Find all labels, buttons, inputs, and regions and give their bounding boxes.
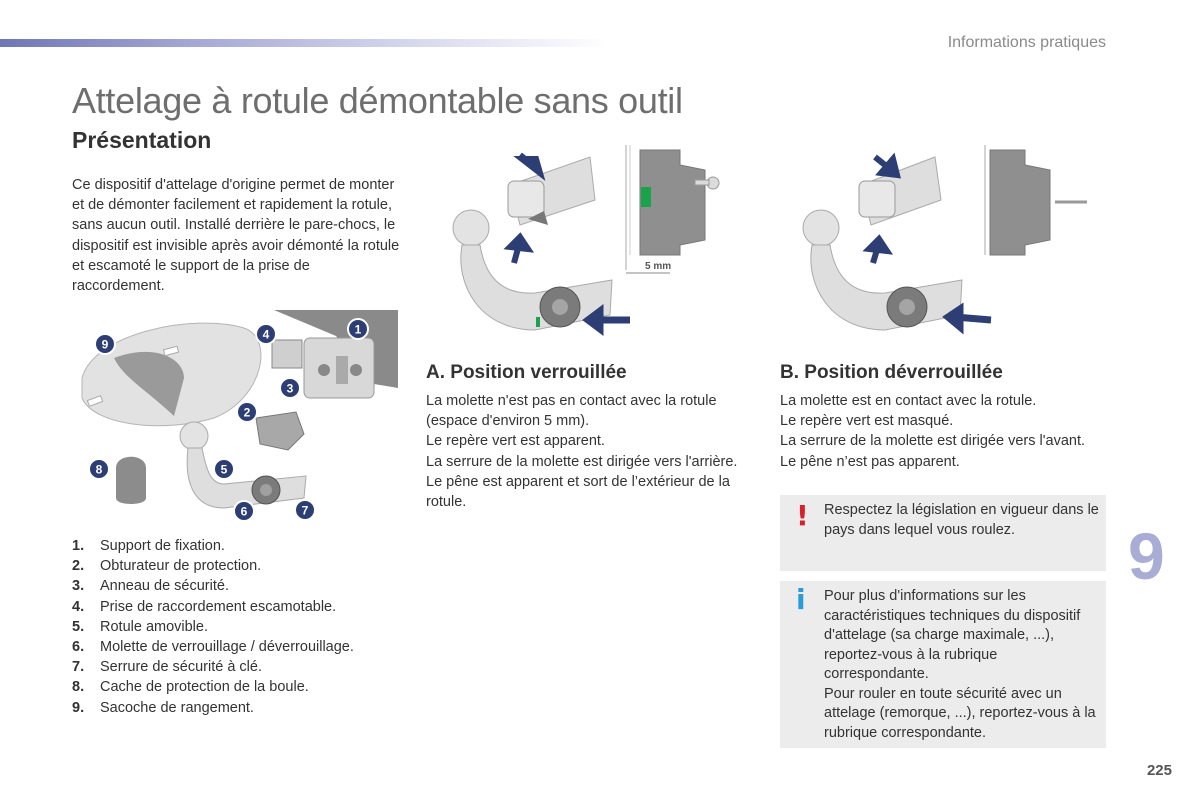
list-item: 3.Anneau de sécurité. [72,578,229,595]
arrow-up-icon [503,232,535,264]
list-item: 7.Serrure de sécurité à clé. [72,659,262,676]
svg-text:9: 9 [102,338,109,352]
warning-icon: ! [796,499,809,532]
svg-text:4: 4 [263,328,270,342]
header-accent-bar [0,39,610,47]
section-subtitle: Présentation [72,127,212,153]
list-item: 9.Sacoche de rangement. [72,699,254,716]
position-b-title: B. Position déverrouillée [780,362,1003,383]
svg-text:7: 7 [302,504,309,518]
callout-2: 2 [236,401,258,423]
list-item: 2.Obturateur de protection. [72,558,262,575]
intro-paragraph: Ce dispositif d'attelage d'origine perme… [72,177,400,295]
warning-text: Respectez la législation en vigueur dans… [824,502,1099,538]
arm-shape [186,447,307,509]
callout-4: 4 [255,323,277,345]
storage-bag-flap [114,351,184,416]
page-number: 225 [1146,762,1172,779]
arm-shape [810,244,963,331]
svg-text:3: 3 [287,382,294,396]
callout-1: 1 [347,318,369,340]
ball-shape [452,209,490,247]
arrow-up-icon [862,234,894,264]
callout-6: 6 [233,500,255,522]
position-a-illustration: 5 mm [452,145,720,336]
hitch-housing-shape [989,149,1051,256]
hitch-housing-shape [639,149,706,256]
svg-text:5: 5 [221,463,228,477]
svg-text:8: 8 [96,463,103,477]
arrow-press-icon [513,152,546,182]
callout-9: 9 [94,333,116,355]
position-b-text: La molette est en contact avec la rotule… [780,393,1086,470]
list-item: 8.Cache de protection de la boule. [72,679,309,696]
shutter-shape [255,411,305,451]
info-text: Pour plus d'informations sur les caracté… [824,588,1096,741]
ball-shape [802,209,840,247]
position-a-title: A. Position verrouillée [426,362,627,383]
callout-5: 5 [213,458,235,480]
list-item: 4.Prise de raccordement escamotable. [72,598,337,615]
svg-text:2: 2 [244,406,251,420]
position-a-text: La molette n'est pas en contact avec la … [426,393,738,511]
chapter-number: 9 [1128,519,1165,593]
svg-text:1: 1 [355,323,362,337]
green-marker [641,187,651,207]
callout-3: 3 [279,377,301,399]
arrow-press-icon [873,152,901,179]
arrow-left-icon [582,304,630,336]
section-label: Informations pratiques [947,34,1106,51]
list-item: 1.Support de fixation. [72,538,225,554]
ball-shape [179,421,209,451]
info-note: i Pour plus d'informations sur les carac… [780,581,1106,748]
components-illustration: 9 4 1 3 2 8 5 6 7 [81,310,398,522]
position-b-illustration [802,145,1087,335]
info-icon: i [796,583,806,616]
arrow-left-icon [942,302,992,335]
callout-8: 8 [88,458,110,480]
warning-note: ! Respectez la législation en vigueur da… [780,495,1106,571]
callout-7: 7 [294,499,316,521]
ball-cover-shape [116,456,146,504]
list-item: 6.Molette de verrouillage / déverrouilla… [72,639,354,656]
page-title: Attelage à rotule démontable sans outil [72,80,683,121]
gap-dimension-label: 5 mm [645,261,671,272]
list-item: 5.Rotule amovible. [72,618,208,635]
svg-text:6: 6 [241,505,248,519]
components-list: 1.Support de fixation. 2.Obturateur de p… [72,536,412,718]
